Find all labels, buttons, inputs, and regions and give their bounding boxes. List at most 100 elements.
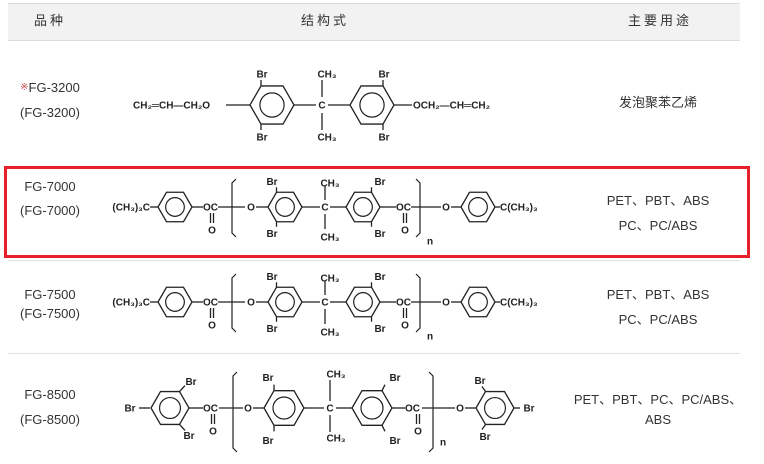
atom-label: CH₃ bbox=[320, 328, 339, 339]
atom-label: OC bbox=[396, 203, 411, 214]
bond-line bbox=[179, 424, 186, 431]
atom-label: O bbox=[442, 298, 450, 309]
benzene-ring bbox=[249, 85, 295, 125]
atom-label: Br bbox=[374, 272, 385, 283]
atom-label: Br bbox=[523, 404, 534, 415]
bond-line bbox=[381, 425, 386, 432]
atom-label: n bbox=[440, 438, 446, 449]
row-alias: (FG-8500) bbox=[20, 412, 80, 427]
atom-label: n bbox=[427, 332, 433, 343]
aromatic-circle bbox=[359, 92, 385, 118]
bracket bbox=[415, 273, 421, 333]
atom-label: Br bbox=[479, 432, 490, 443]
benzene-ring bbox=[349, 85, 395, 125]
atom-label: Br bbox=[389, 436, 400, 447]
row-usage: PET、PBT、ABS bbox=[606, 193, 710, 208]
aromatic-circle bbox=[468, 197, 488, 217]
bracket bbox=[232, 371, 238, 453]
benzene-ring bbox=[150, 390, 190, 426]
row-name: FG-7000 bbox=[24, 179, 76, 194]
product-code: FG-3200 bbox=[28, 80, 80, 95]
row-usage: PET、PBT、PC、PC/ABS、 bbox=[573, 392, 743, 407]
atom-label: O bbox=[401, 226, 409, 237]
atom-label: O bbox=[209, 427, 217, 438]
row-usage: PC、PC/ABS bbox=[618, 312, 698, 327]
atom-label: CH₃ bbox=[320, 274, 339, 285]
aromatic-circle bbox=[468, 292, 488, 312]
atom-label: OC bbox=[405, 404, 420, 415]
row-usage: PC、PC/ABS bbox=[618, 218, 698, 233]
row-divider bbox=[8, 260, 740, 261]
atom-label: Br bbox=[124, 404, 135, 415]
benzene-ring bbox=[157, 191, 193, 223]
bond-line bbox=[381, 384, 386, 391]
aromatic-circle bbox=[483, 396, 507, 420]
bracket bbox=[231, 178, 237, 238]
row-usage: 发泡聚苯乙烯 bbox=[618, 95, 697, 110]
row-name: FG-7500 bbox=[24, 287, 76, 302]
benzene-ring bbox=[263, 390, 305, 426]
note-mark: ※ bbox=[20, 82, 29, 93]
atom-label: Br bbox=[378, 69, 389, 80]
aromatic-circle bbox=[259, 92, 285, 118]
atom-label: Br bbox=[183, 431, 194, 442]
row-usage: ABS bbox=[644, 412, 671, 427]
atom-label: O bbox=[401, 321, 409, 332]
header-structure: 结构式 bbox=[300, 13, 350, 28]
atom-label: Br bbox=[262, 436, 273, 447]
atom-label: CH₃ bbox=[320, 233, 339, 244]
atom-label: n bbox=[427, 237, 433, 248]
highlight-box bbox=[4, 166, 750, 258]
row-alias: (FG-7000) bbox=[20, 203, 80, 218]
atom-label: Br bbox=[266, 177, 277, 188]
atom-label: C(CH₃)₃ bbox=[500, 203, 538, 214]
benzene-ring bbox=[351, 390, 393, 426]
row-divider bbox=[8, 353, 740, 354]
atom-label: C bbox=[318, 101, 325, 112]
atom-label: CH₃ bbox=[320, 179, 339, 190]
aromatic-circle bbox=[165, 292, 185, 312]
atom-label: Br bbox=[185, 377, 196, 388]
benzene-ring bbox=[157, 286, 193, 318]
atom-label: CH₃ bbox=[317, 133, 336, 144]
atom-label: O bbox=[247, 203, 255, 214]
benzene-ring bbox=[460, 191, 496, 223]
aromatic-circle bbox=[272, 396, 296, 420]
benzene-ring bbox=[345, 286, 381, 318]
atom-label: Br bbox=[266, 272, 277, 283]
atom-label: Br bbox=[266, 229, 277, 240]
aromatic-circle bbox=[353, 197, 373, 217]
atom-label: O bbox=[244, 404, 252, 415]
atom-label: (CH₃)₃C bbox=[112, 203, 150, 214]
atom-label: C(CH₃)₃ bbox=[500, 298, 538, 309]
row-alias: (FG-7500) bbox=[20, 306, 80, 321]
bracket bbox=[231, 273, 237, 333]
row-name: ※FG-3200 bbox=[0, 76, 100, 100]
benzene-ring bbox=[460, 286, 496, 318]
bond-line bbox=[481, 386, 487, 392]
atom-label: Br bbox=[266, 324, 277, 335]
row-name: FG-8500 bbox=[24, 387, 76, 402]
aromatic-circle bbox=[360, 396, 384, 420]
benzene-ring bbox=[267, 286, 303, 318]
aromatic-circle bbox=[353, 292, 373, 312]
atom-label: O bbox=[247, 298, 255, 309]
bracket bbox=[428, 371, 434, 453]
atom-label: C bbox=[321, 203, 328, 214]
atom-label: O bbox=[208, 321, 216, 332]
atom-label: O bbox=[414, 427, 422, 438]
atom-label: OC bbox=[203, 203, 218, 214]
atom-label: Br bbox=[389, 373, 400, 384]
atom-label: Br bbox=[474, 376, 485, 387]
aromatic-circle bbox=[158, 396, 182, 420]
atom-label: OC bbox=[203, 298, 218, 309]
atom-label: Br bbox=[262, 373, 273, 384]
bracket bbox=[415, 178, 421, 238]
benzene-ring bbox=[345, 191, 381, 223]
atom-label: OC bbox=[396, 298, 411, 309]
atom-label: C bbox=[326, 404, 333, 415]
atom-label: (CH₃)₃C bbox=[112, 298, 150, 309]
atom-label: CH₃ bbox=[326, 370, 345, 381]
